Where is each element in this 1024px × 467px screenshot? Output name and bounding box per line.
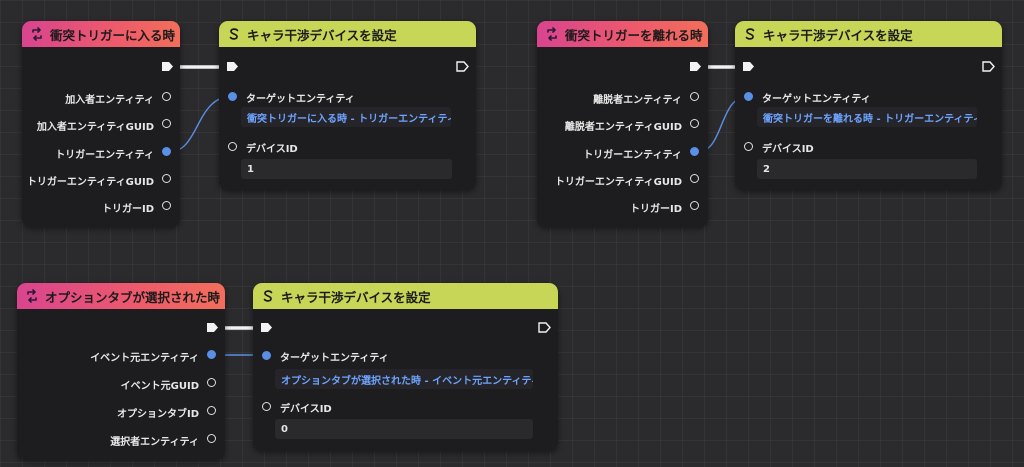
output-pin-source-guid[interactable] xyxy=(207,378,216,387)
device-id-input[interactable]: 1 xyxy=(241,159,452,179)
output-pin-selector-entity[interactable] xyxy=(207,434,216,443)
device-id-input[interactable]: 2 xyxy=(757,159,977,179)
action-node-header[interactable]: キャラ干渉デバイスを設定 xyxy=(253,283,558,309)
exec-in-pin[interactable] xyxy=(742,61,755,72)
event-node-title: 衝突トリガーに入る時 xyxy=(50,27,176,43)
input-pin-device-id[interactable] xyxy=(228,142,237,151)
device-id-input[interactable]: 0 xyxy=(275,419,533,439)
event-node-leave-trigger[interactable]: 衝突トリガーを離れる時 離脱者エンティティ 離脱者エンティティGUID トリガー… xyxy=(537,21,708,227)
input-pin-device-id[interactable] xyxy=(744,142,753,151)
event-node-header[interactable]: オプションタブが選択された時 xyxy=(17,283,225,309)
output-label-option-tab-id: オプションタブID xyxy=(116,409,199,420)
action-s-icon xyxy=(261,289,275,303)
output-pin-trigger-guid[interactable] xyxy=(162,174,171,183)
input-pin-device-id[interactable] xyxy=(262,402,271,411)
output-label-joiner-entity: 加入者エンティティ xyxy=(65,95,154,106)
action-node-set-device-1[interactable]: キャラ干渉デバイスを設定 ターゲットエンティティ 衝突トリガーに入る時 - トリ… xyxy=(219,21,476,190)
input-pin-target-entity[interactable] xyxy=(262,351,271,360)
event-node-option-tab-selected[interactable]: オプションタブが選択された時 イベント元エンティティ イベント元GUID オプシ… xyxy=(17,283,225,460)
exec-in-pin[interactable] xyxy=(260,322,273,333)
action-node-title: キャラ干渉デバイスを設定 xyxy=(763,27,913,43)
input-label-target-entity: ターゲットエンティティ xyxy=(280,353,389,364)
action-s-icon xyxy=(743,27,757,41)
action-node-set-device-2[interactable]: キャラ干渉デバイスを設定 ターゲットエンティティ 衝突トリガーを離れる時 - ト… xyxy=(735,21,1002,190)
exec-out-pin[interactable] xyxy=(206,322,219,333)
event-node-enter-trigger[interactable]: 衝突トリガーに入る時 加入者エンティティ 加入者エンティティGUID トリガーエ… xyxy=(22,21,180,227)
action-node-set-device-0[interactable]: キャラ干渉デバイスを設定 ターゲットエンティティ オプションタブが選択された時 … xyxy=(253,283,558,451)
output-pin-joiner-entity[interactable] xyxy=(162,92,171,101)
output-label-selector-entity: 選択者エンティティ xyxy=(110,437,199,448)
output-label-joiner-guid: 加入者エンティティGUID xyxy=(36,122,154,133)
event-node-title: 衝突トリガーを離れる時 xyxy=(565,27,703,43)
exec-out-pin[interactable] xyxy=(689,61,702,72)
output-label-trigger-id: トリガーID xyxy=(629,204,682,215)
input-label-target-entity: ターゲットエンティティ xyxy=(762,94,871,105)
output-label-trigger-guid: トリガーエンティティGUID xyxy=(554,177,682,188)
output-pin-joiner-guid[interactable] xyxy=(162,119,171,128)
input-pin-target-entity[interactable] xyxy=(228,92,237,101)
event-node-header[interactable]: 衝突トリガーに入る時 xyxy=(22,21,180,47)
exec-out-pin[interactable] xyxy=(456,61,469,72)
exec-out-pin[interactable] xyxy=(982,61,995,72)
output-pin-trigger-entity[interactable] xyxy=(690,147,699,156)
input-pin-target-entity[interactable] xyxy=(744,92,753,101)
output-pin-trigger-entity[interactable] xyxy=(162,147,171,156)
action-node-header[interactable]: キャラ干渉デバイスを設定 xyxy=(219,21,476,47)
input-label-device-id: デバイスID xyxy=(246,144,298,155)
input-label-device-id: デバイスID xyxy=(762,144,814,155)
output-pin-source-entity[interactable] xyxy=(207,350,216,359)
action-node-title: キャラ干渉デバイスを設定 xyxy=(281,289,431,305)
input-label-device-id: デバイスID xyxy=(280,404,332,415)
event-loop-icon xyxy=(30,27,44,41)
target-entity-reference[interactable]: 衝突トリガーに入る時 - トリガーエンティティ xyxy=(241,107,451,127)
output-label-leaver-guid: 離脱者エンティティGUID xyxy=(564,122,682,133)
action-s-icon xyxy=(227,27,241,41)
output-pin-trigger-id[interactable] xyxy=(162,201,171,210)
output-pin-leaver-guid[interactable] xyxy=(690,119,699,128)
event-node-header[interactable]: 衝突トリガーを離れる時 xyxy=(537,21,708,47)
exec-out-pin[interactable] xyxy=(538,322,551,333)
output-label-trigger-id: トリガーID xyxy=(101,204,154,215)
input-label-target-entity: ターゲットエンティティ xyxy=(246,94,355,105)
output-label-trigger-entity: トリガーエンティティ xyxy=(583,150,682,161)
target-entity-reference[interactable]: オプションタブが選択された時 - イベント元エンティティ xyxy=(275,369,533,389)
action-node-header[interactable]: キャラ干渉デバイスを設定 xyxy=(735,21,1002,47)
output-pin-option-tab-id[interactable] xyxy=(207,406,216,415)
output-label-trigger-guid: トリガーエンティティGUID xyxy=(26,177,154,188)
output-pin-trigger-guid[interactable] xyxy=(690,174,699,183)
output-pin-leaver-entity[interactable] xyxy=(690,92,699,101)
exec-in-pin[interactable] xyxy=(226,61,239,72)
output-label-source-guid: イベント元GUID xyxy=(120,381,199,392)
exec-out-pin[interactable] xyxy=(161,61,174,72)
output-label-leaver-entity: 離脱者エンティティ xyxy=(593,95,682,106)
output-label-source-entity: イベント元エンティティ xyxy=(90,353,199,364)
target-entity-reference[interactable]: 衝突トリガーを離れる時 - トリガーエンティティ xyxy=(757,107,977,127)
output-label-trigger-entity: トリガーエンティティ xyxy=(55,150,154,161)
action-node-title: キャラ干渉デバイスを設定 xyxy=(247,27,397,43)
event-loop-icon xyxy=(25,289,39,303)
event-node-title: オプションタブが選択された時 xyxy=(45,289,221,305)
event-loop-icon xyxy=(545,27,559,41)
output-pin-trigger-id[interactable] xyxy=(690,201,699,210)
